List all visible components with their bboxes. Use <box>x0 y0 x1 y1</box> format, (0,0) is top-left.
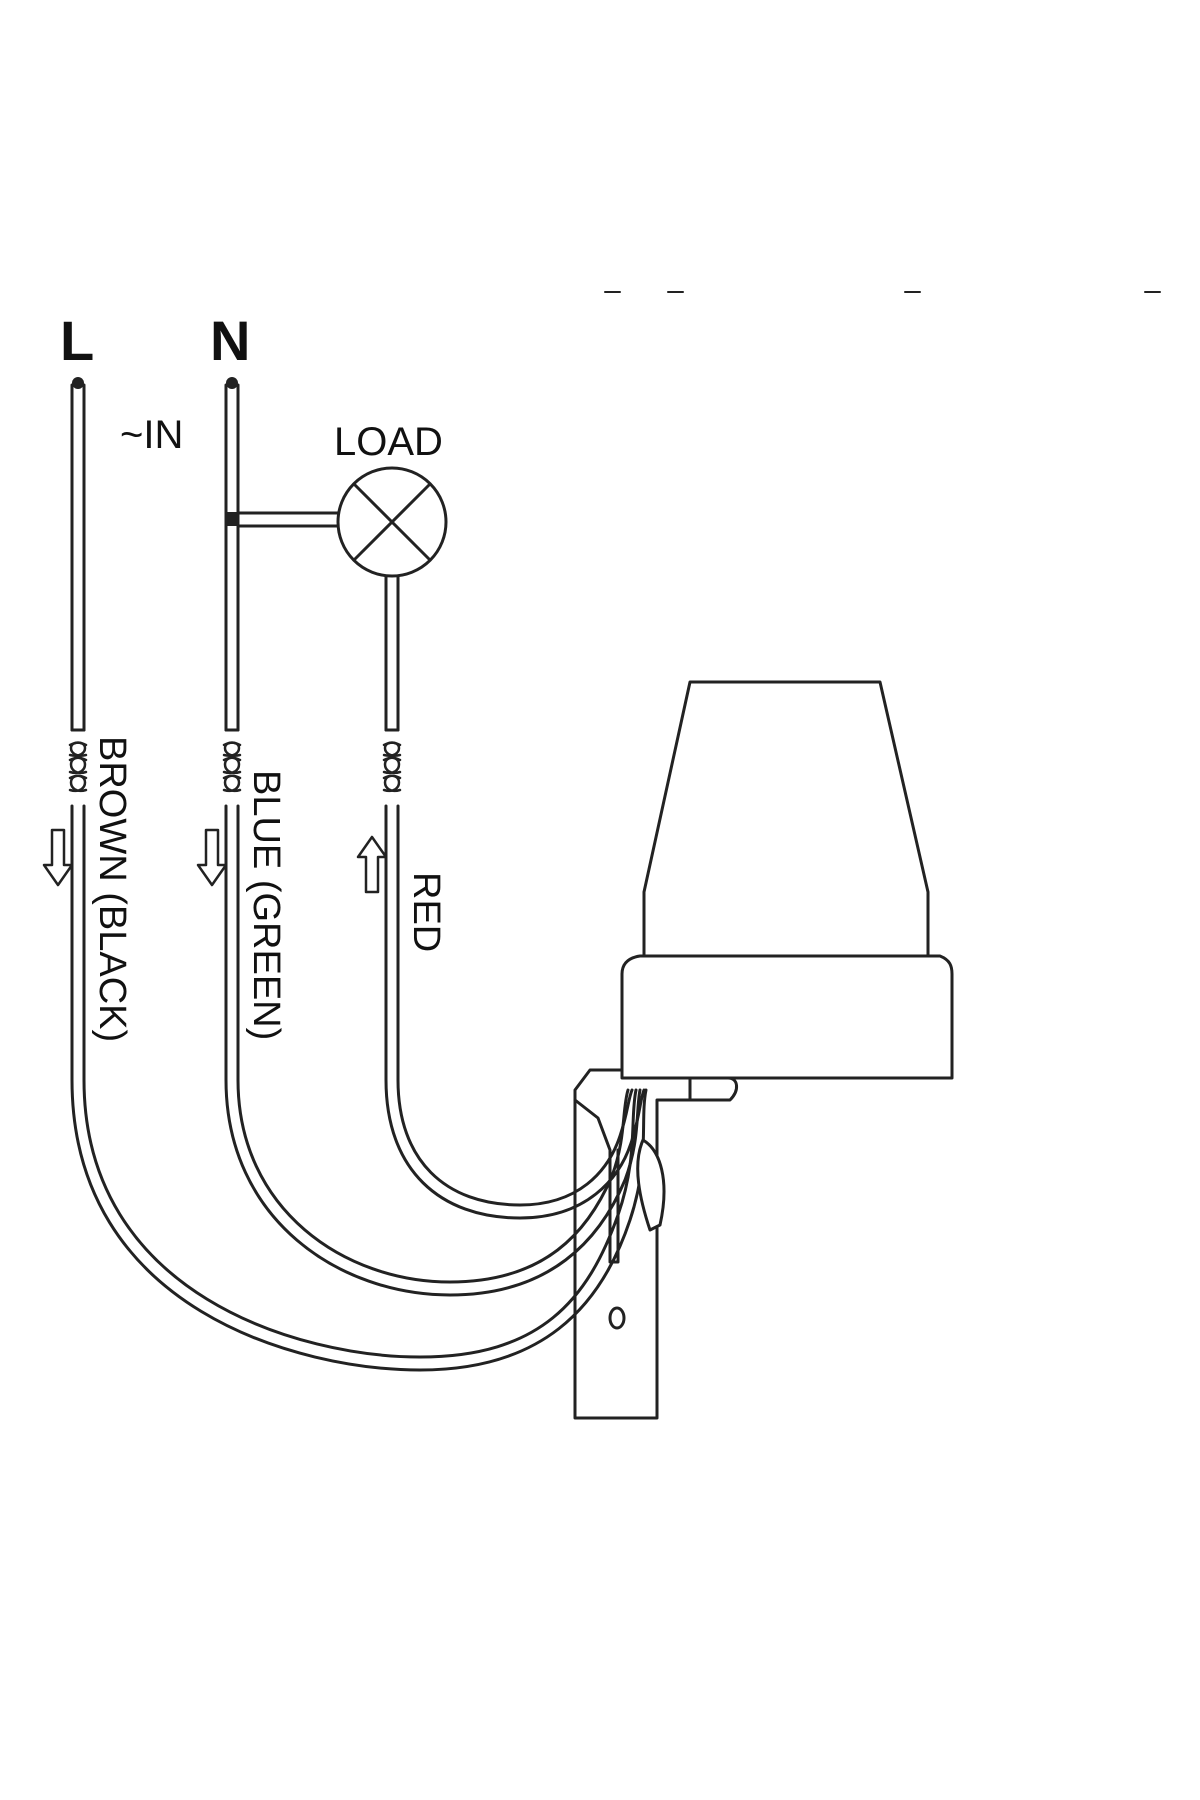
brown-wire-label: BROWN (BLACK) <box>91 736 133 1042</box>
blue-sensor-wire <box>224 804 642 1297</box>
line-supply-wire <box>70 377 86 732</box>
mounting-hole <box>608 1306 626 1330</box>
red-sensor-wire <box>384 804 646 1220</box>
sensor-base-ring <box>620 954 954 1080</box>
neutral-to-load-wire <box>237 511 340 528</box>
sensor-dome <box>642 680 930 958</box>
wire-clip <box>636 1138 666 1232</box>
line-terminal-label: L <box>60 309 94 372</box>
down-arrow-icon <box>196 828 228 887</box>
splice-connector-red <box>382 741 402 793</box>
up-arrow-icon <box>356 835 388 894</box>
neutral-terminal-label: N <box>210 309 250 372</box>
photocell-sensor <box>573 680 954 1420</box>
red-wire-label: RED <box>405 872 447 952</box>
input-label: ~IN <box>120 413 183 457</box>
load-lamp-icon <box>336 466 448 578</box>
load-return-wire <box>384 574 400 732</box>
blue-wire-label: BLUE (GREEN) <box>245 770 287 1040</box>
brown-sensor-wire <box>70 804 648 1372</box>
load-label: LOAD <box>334 420 443 464</box>
splice-connector-blue <box>222 741 242 793</box>
down-arrow-icon <box>42 828 74 887</box>
splice-connector-brown <box>68 741 88 793</box>
neutral-supply-wire <box>224 377 240 732</box>
